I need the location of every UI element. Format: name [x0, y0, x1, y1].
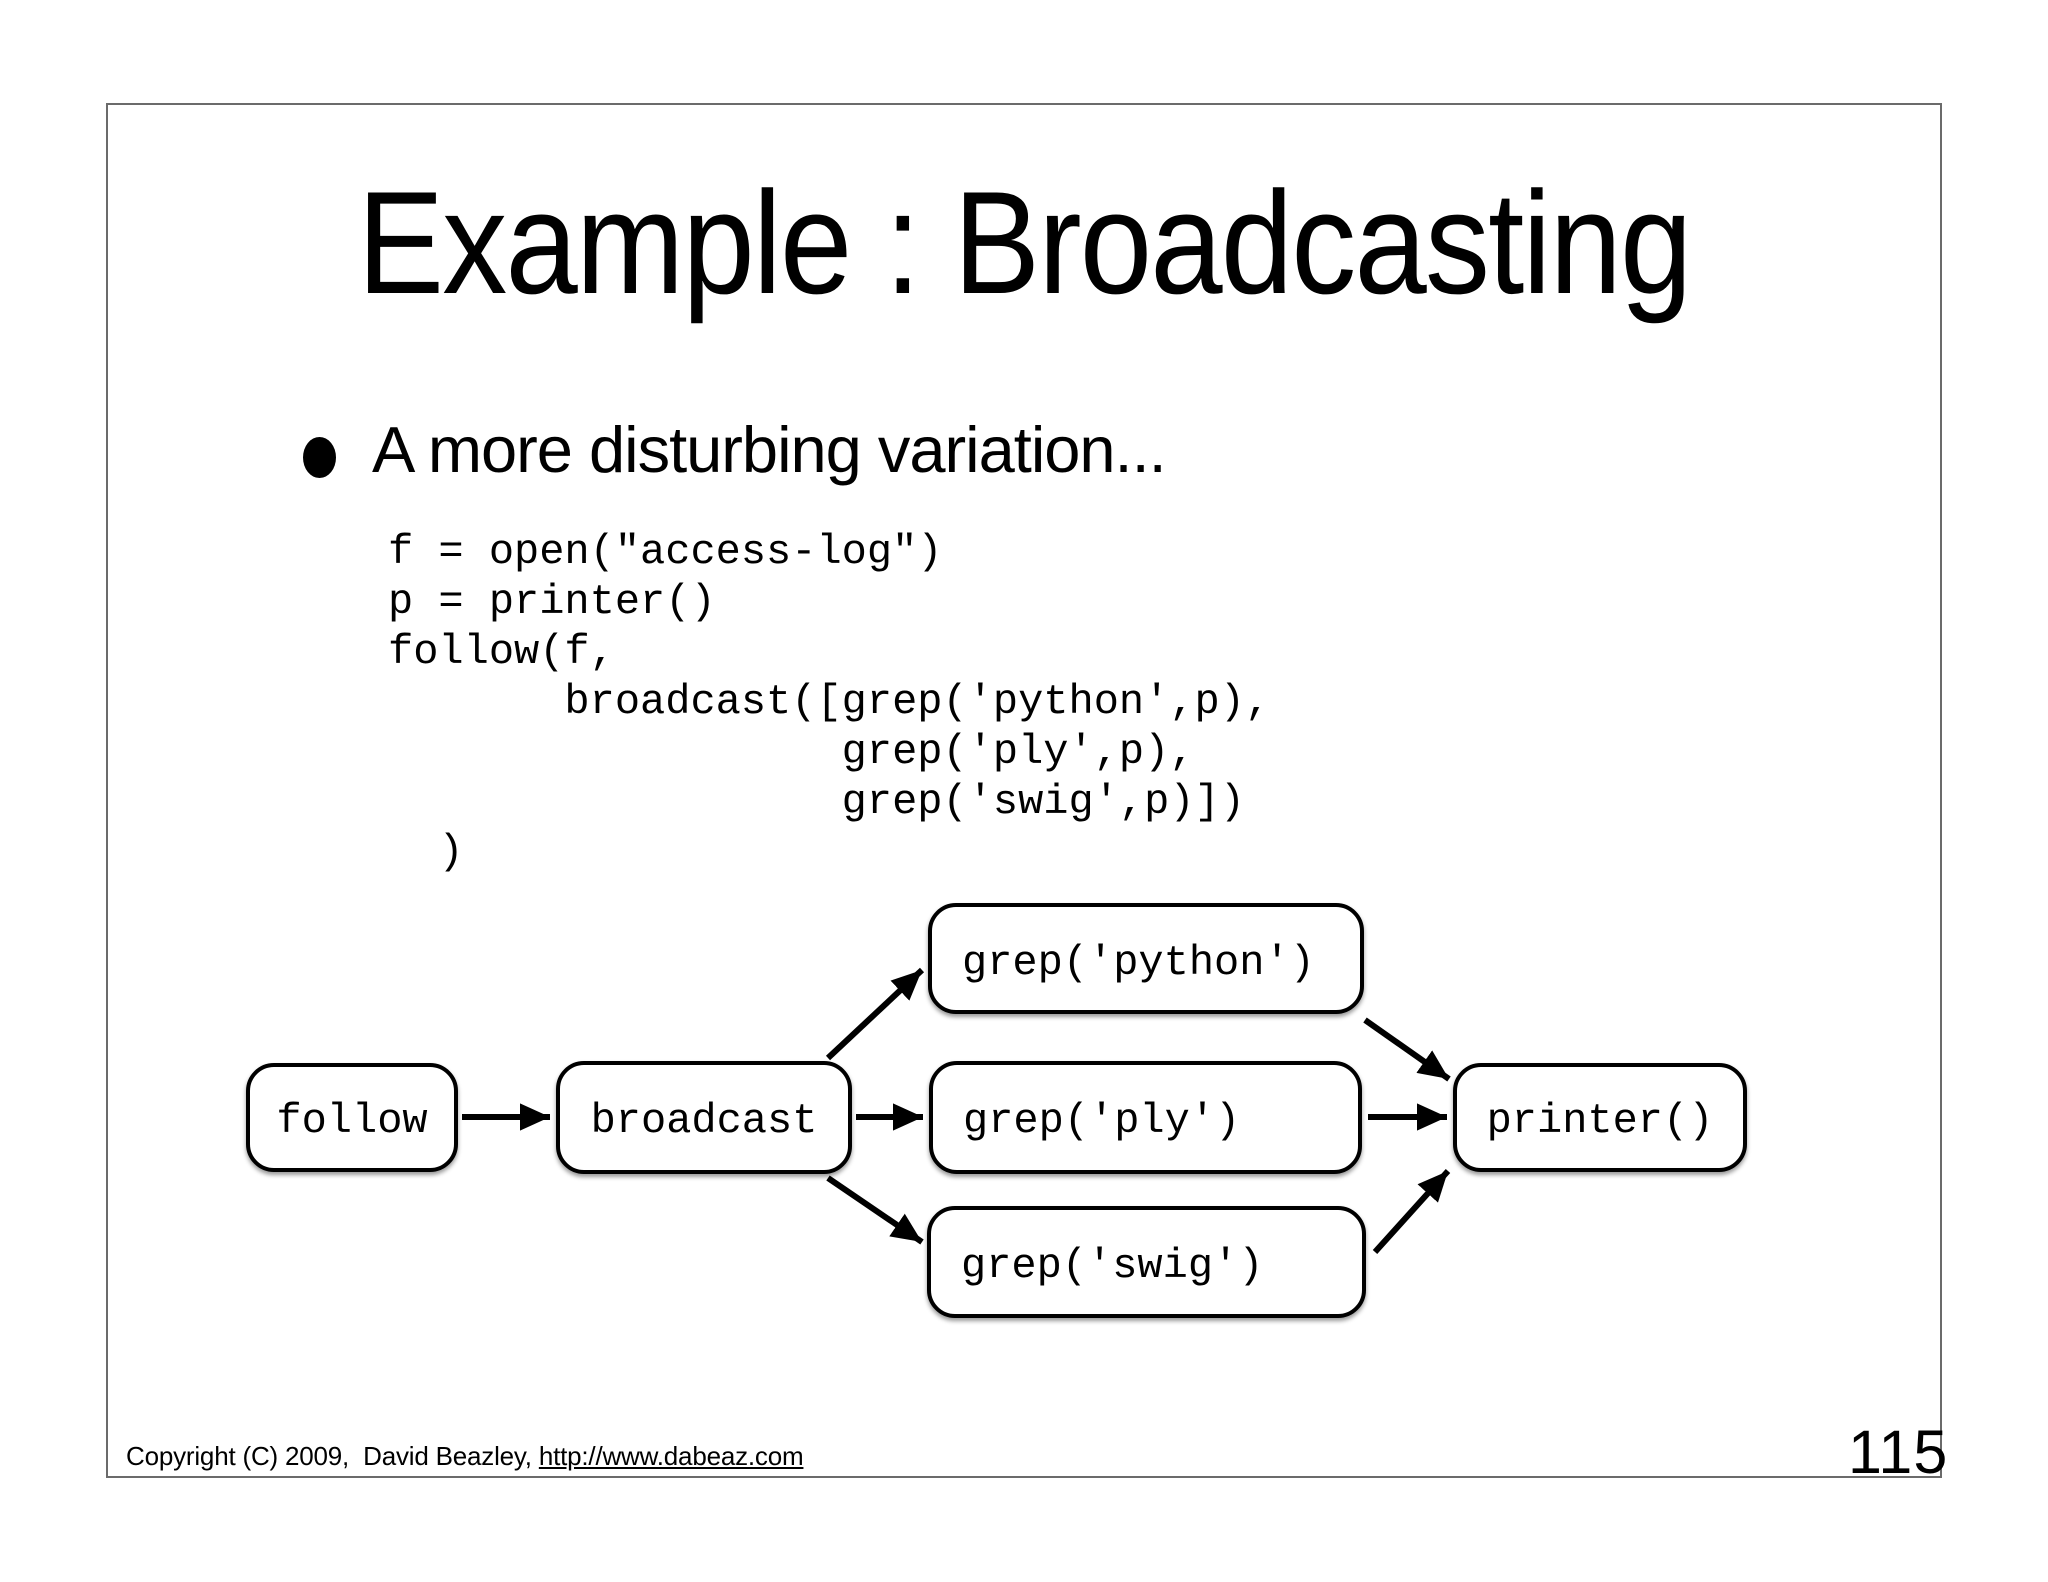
code-block: f = open("access-log") p = printer() fol…: [388, 527, 1270, 877]
footer-link[interactable]: http://www.dabeaz.com: [538, 1441, 804, 1471]
node-broadcast-label: broadcast: [591, 1097, 818, 1145]
code-line: grep('swig',p)]): [388, 778, 1245, 826]
node-follow: [246, 1063, 458, 1172]
footer: Copyright (C) 2009, David Beazley, http:…: [126, 1441, 804, 1472]
code-line: broadcast([grep('python',p),: [388, 678, 1271, 726]
edge-broadcast-grep-swig: [826, 1175, 924, 1245]
code-line: follow(f,: [388, 628, 615, 676]
node-printer: [1453, 1063, 1747, 1172]
node-printer-label: printer(): [1487, 1097, 1714, 1145]
node-follow-label: follow: [276, 1097, 427, 1145]
node-grep-python: [928, 903, 1364, 1014]
code-line: f = open("access-log"): [388, 528, 943, 576]
edge-broadcast-grep-python: [825, 967, 925, 1061]
node-broadcast: [556, 1061, 852, 1174]
bullet-icon: [303, 437, 336, 478]
edge-grep-swig-printer: [1372, 1168, 1451, 1255]
copyright-text: Copyright (C) 2009, David Beazley,: [126, 1441, 539, 1471]
page-title: Example : Broadcasting: [0, 150, 2048, 336]
edge-grep-python-printer: [1363, 1017, 1451, 1082]
pipeline-diagram: follow broadcast grep('python') grep('pl…: [246, 903, 1747, 1318]
code-line: grep('ply',p),: [388, 728, 1195, 776]
page-title-text: Example : Broadcasting: [357, 161, 1692, 324]
node-grep-swig-label: grep('swig'): [961, 1242, 1263, 1290]
node-grep-python-label: grep('python'): [962, 939, 1315, 987]
page-number: 115: [1848, 1418, 1949, 1486]
node-grep-swig: [927, 1206, 1366, 1318]
code-line: p = printer(): [388, 578, 716, 626]
node-grep-ply-label: grep('ply'): [963, 1097, 1240, 1145]
code-line: ): [388, 828, 464, 876]
node-grep-ply: [929, 1061, 1362, 1174]
bullet-text: A more disturbing variation...: [372, 413, 1167, 486]
